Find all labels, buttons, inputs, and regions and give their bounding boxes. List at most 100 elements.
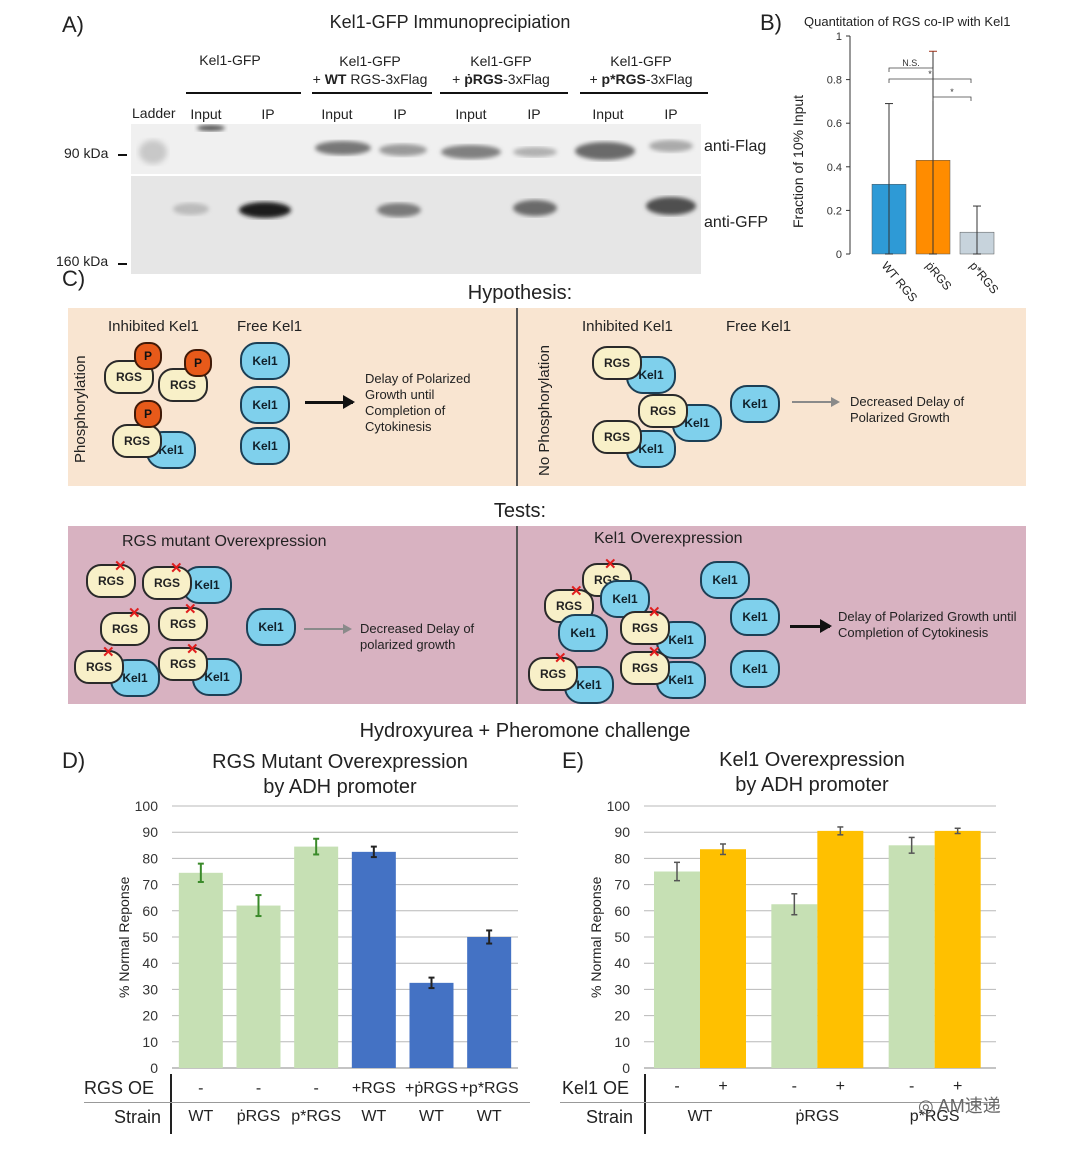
y-tick-label: 0 [836,249,842,261]
bar [771,904,818,1068]
lane-5-label: Input [455,106,487,122]
test-left-title: RGS mutant Overexpression [122,533,327,550]
panel-d-oe-cell: - [198,1080,204,1097]
y-tick-label: 20 [614,1008,630,1024]
rgs-blob: RGS [592,346,642,380]
group-1-line [186,92,301,94]
significance-label: N.S. [902,58,920,68]
panel-e-row1-label: Kel1 OE [562,1078,630,1098]
significance-label: * [950,87,954,97]
bar [409,982,454,1068]
rgs-mutant-blob: RGS [74,650,124,684]
significance-bracket [932,96,972,101]
kel1-blob: Kel1 [558,614,608,652]
x-tick-label: p*RGS [967,259,1002,297]
phosphorylation-label: Phosphorylation [72,355,89,463]
chat-bubble-icon: ◎ [918,1096,934,1116]
y-tick-label: 1 [836,31,842,43]
lane-6-label: IP [527,106,541,122]
panel-d-table-rule [84,1102,530,1103]
lane-7-label: Input [592,106,624,122]
rgs-mutant-blob: RGS [142,566,192,600]
watermark-logo: ◎ AM速递 [918,1096,1001,1116]
y-tick-label: 80 [614,850,630,866]
panel-d-oe-cell: +p*RGS [459,1080,519,1097]
bar [888,845,935,1068]
challenge-title: Hydroxyurea + Pheromone challenge [359,720,691,742]
group-3-label: Kel1-GFP + ṗRGS-3xFlag [452,53,550,87]
panel-a-title: Kel1-GFP Immunoprecipiation [329,12,571,32]
rgs-mutant-blob: RGS [100,612,150,646]
panel-e-oe-cell: + [952,1078,963,1095]
phospho-marker: P [134,342,162,370]
lane-3-label: Input [321,106,353,122]
y-tick-label: 70 [142,877,158,893]
arrow [790,619,832,633]
rgs-mutant-blob: RGS [158,607,208,641]
no-phosphorylation-label: No Phosphorylation [536,345,553,476]
group-2-label: Kel1-GFP + WT RGS-3xFlag [312,53,428,87]
lane-4-label: IP [393,106,407,122]
y-tick-label: 30 [142,981,158,997]
mw-160: 160 kDa [56,253,109,269]
group-3-line [440,92,568,94]
lane-2-label: IP [261,106,275,122]
ladder-label: Ladder [132,105,176,121]
y-tick-label: 0.8 [827,75,842,87]
test-right-title: Kel1 Overexpression [594,530,743,547]
mutation-x-icon: ✕ [170,560,183,577]
inhibited-label-right: Inhibited Kel1 [582,318,673,335]
panel-e-strain-cell: p*RGS [909,1108,960,1125]
significance-bracket [888,78,972,83]
y-tick-label: 0.2 [827,205,842,217]
panel-d-strain-cell: WT [476,1108,502,1125]
left-outcome: Delay of Polarized Growth until Completi… [365,371,471,434]
rgs-mutant-blob: RGS [620,611,670,645]
y-tick-label: 80 [142,850,158,866]
mutation-x-icon: ✕ [186,641,199,658]
y-tick-label: 100 [135,798,159,814]
lane-1-label: Input [190,106,222,122]
group-4-line [580,92,708,94]
y-tick-label: 70 [614,877,630,893]
y-tick-label: 50 [142,929,158,945]
mw-160-tick [118,263,127,265]
significance-label: * [928,69,932,79]
panel-e-oe-cell: - [791,1078,797,1095]
hypothesis-box [68,308,1026,486]
panel-d-row1-label: RGS OE [84,1078,155,1098]
panel-e-table-rule [560,1102,996,1103]
bar [700,849,746,1068]
mutation-x-icon: ✕ [114,558,127,575]
mw-90: 90 kDa [64,145,109,161]
y-tick-label: 30 [614,981,630,997]
panel-e-strain-cell: ṗRGS [795,1108,840,1125]
mutation-x-icon: ✕ [554,650,567,667]
inhibited-label-left: Inhibited Kel1 [108,318,199,335]
panel-e-oe-cell: - [908,1078,915,1095]
y-tick-label: 20 [142,1008,158,1024]
y-tick-label: 10 [614,1034,630,1050]
test-right-outcome: Delay of Polarized Growth until Completi… [838,609,1017,640]
bar [817,830,864,1068]
kel1-blob: Kel1 [700,561,750,599]
panel-e-oe-cell: + [718,1078,728,1095]
hypothesis-divider [516,308,518,486]
rgs-blob: RGS [638,394,688,428]
panel-d-strain-cell: WT [419,1108,444,1125]
panel-e-strain-cell: WT [687,1108,713,1125]
significance-bracket [888,67,934,72]
arrow [304,624,352,634]
x-tick-label: ṗRGS [923,259,955,293]
panel-b-title: Quantitation of RGS co-IP with Kel1 [804,14,1011,29]
y-tick-label: 10 [142,1034,158,1050]
kel1-blob: Kel1 [240,386,290,424]
panel-d-strain-cell: ṗRGS [236,1108,281,1125]
panel-d-oe-cell: - [255,1080,262,1097]
panel-d-title-1: RGS Mutant Overexpression [212,751,468,773]
panel-e-title-1: Kel1 Overexpression [719,749,905,771]
rgs-mutant-blob: RGS [620,651,670,685]
western-blot-image [131,124,701,274]
panel-d-oe-cell: +RGS [351,1080,396,1097]
